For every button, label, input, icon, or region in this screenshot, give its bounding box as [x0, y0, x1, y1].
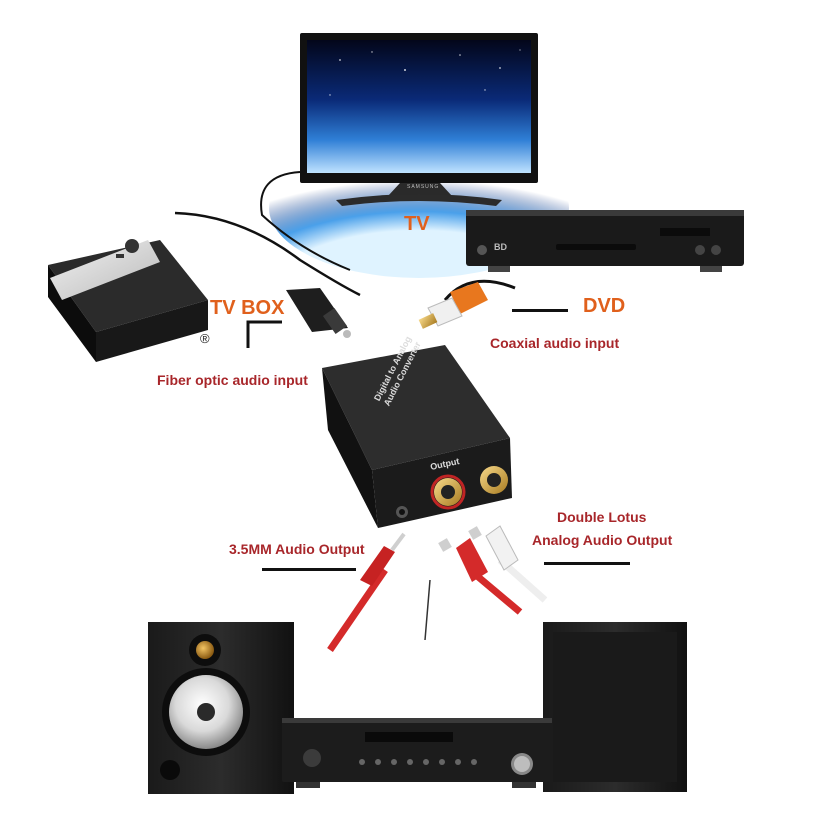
lotus-pointer [544, 562, 630, 565]
registered-mark: ® [200, 331, 210, 346]
optical-plug [286, 288, 351, 338]
dvd-device [466, 210, 744, 272]
tv-box-cable [174, 211, 361, 297]
audio-35mm-pointer [262, 568, 356, 571]
lotus-label-line2: Analog Audio Output [532, 532, 673, 548]
converter-device [322, 345, 512, 528]
audio-35mm-label: 3.5MM Audio Output [229, 541, 365, 557]
tv-box-label: TV BOX [210, 297, 285, 319]
audio-35mm-cable [327, 532, 431, 652]
fiber-optic-label: Fiber optic audio input [157, 372, 308, 388]
tv-label: TV [404, 213, 430, 235]
coaxial-label: Coaxial audio input [490, 335, 620, 351]
dvd-pointer [512, 309, 568, 312]
dvd-logo-text: BD [494, 242, 507, 252]
coaxial-plug [418, 279, 516, 329]
lotus-label-line1: Double Lotus [557, 509, 647, 525]
rca-lotus-cable [438, 525, 548, 615]
tv-box-pointer [246, 320, 282, 348]
dvd-label: DVD [583, 295, 626, 317]
amplifier-device [282, 718, 552, 788]
tv-brand-text: SAMSUNG [407, 184, 440, 190]
left-speaker [148, 622, 294, 794]
tv-cable [260, 171, 351, 271]
right-speaker [543, 622, 687, 792]
tv-box-device [48, 239, 208, 362]
